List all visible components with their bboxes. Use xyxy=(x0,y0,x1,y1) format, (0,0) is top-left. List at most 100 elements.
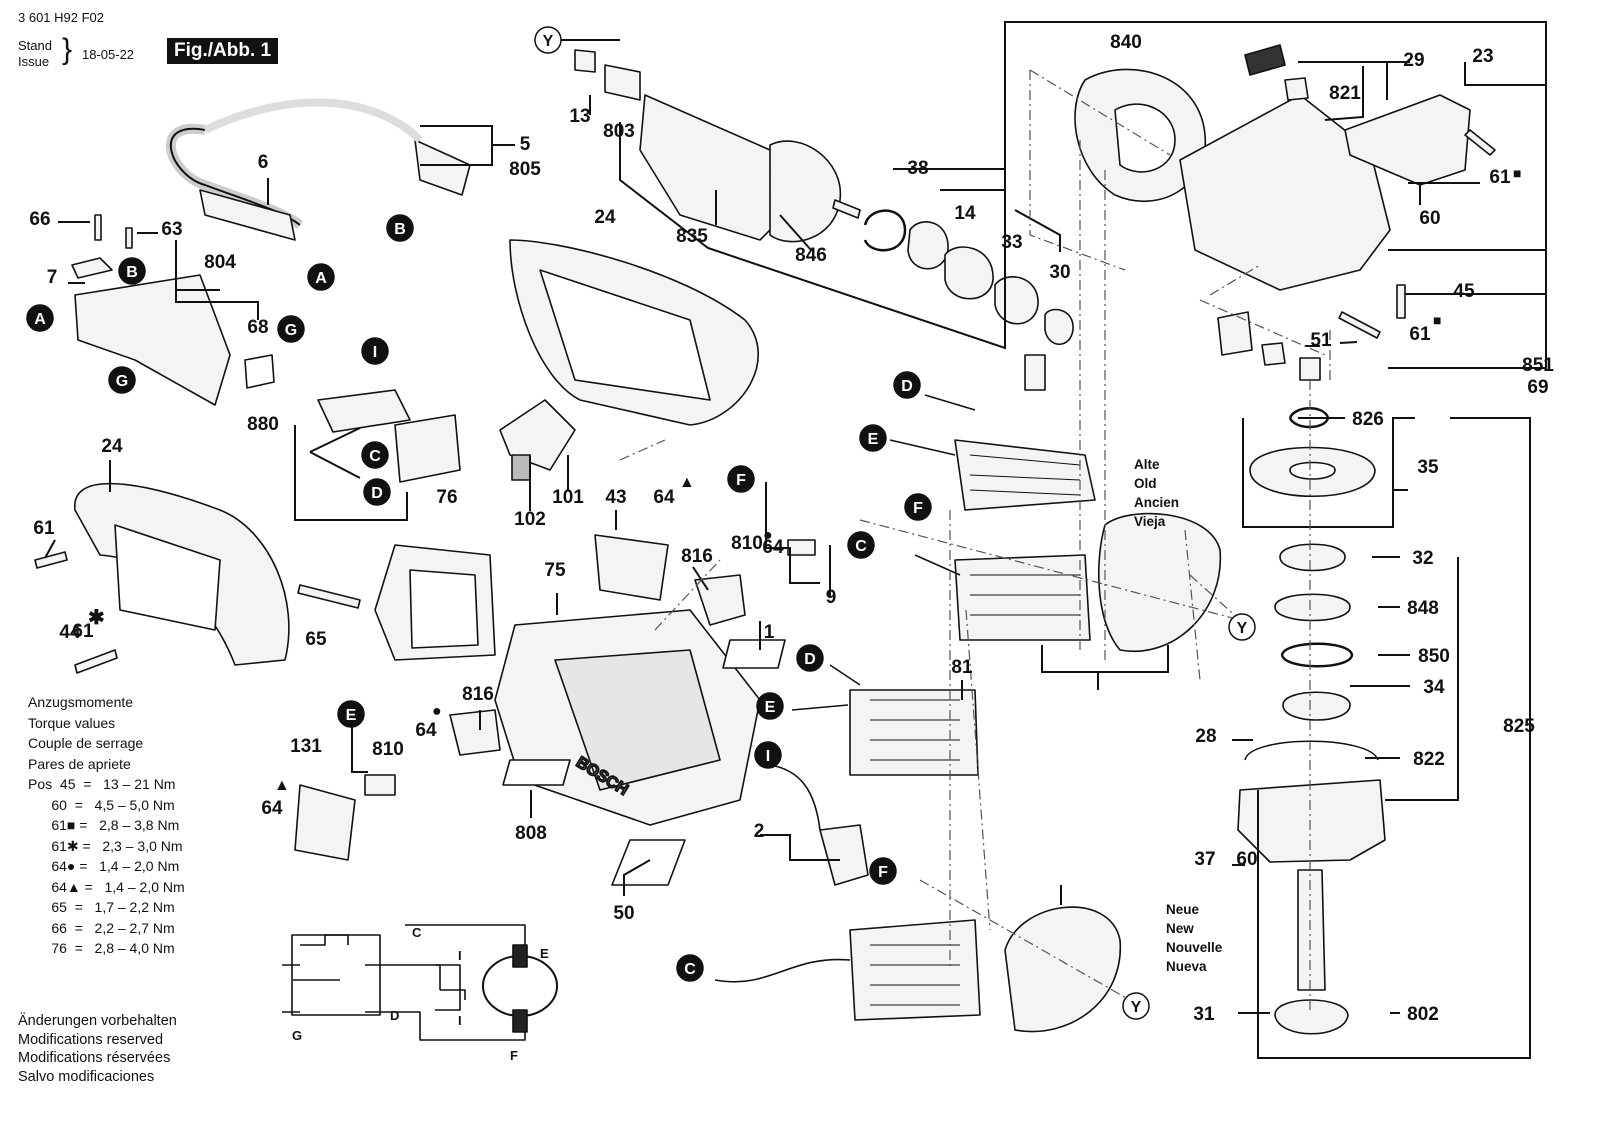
switch-cover xyxy=(71,257,113,279)
connector-tag-G xyxy=(277,315,305,343)
part-label-23: 23 xyxy=(1472,46,1493,67)
cable-i xyxy=(769,764,821,831)
carbon-810-b xyxy=(364,774,396,796)
part-label-64: 64 xyxy=(653,487,675,508)
seal-32 xyxy=(1274,593,1351,622)
wiring-line-3 xyxy=(405,924,526,1000)
torque-row: 76 = 2,8 – 4,0 Nm xyxy=(28,940,175,956)
field-coil-top xyxy=(512,944,528,968)
axis-line-10 xyxy=(1199,299,1326,356)
leader-line-6 xyxy=(294,425,408,521)
connector-tag-label-F: F xyxy=(913,500,923,517)
cable-d2 xyxy=(829,664,861,686)
leader-line-52 xyxy=(623,859,651,896)
connector-tag-I xyxy=(361,337,389,365)
part-label-dup-64: 64 xyxy=(261,798,283,819)
circlip-848 xyxy=(1280,642,1354,668)
label-68 xyxy=(244,354,275,389)
connector-tag-label-A: A xyxy=(34,311,46,328)
part-label-38: 38 xyxy=(907,158,928,179)
connector-tag-label-D: D xyxy=(371,485,383,502)
part-label-2: 2 xyxy=(754,821,765,842)
ring-14 xyxy=(944,246,994,300)
baffle-old xyxy=(1097,512,1222,653)
part-label-29: 29 xyxy=(1403,50,1424,71)
wiring-label-f: F xyxy=(510,1048,518,1063)
ring-38 xyxy=(907,221,949,270)
axis-line-3 xyxy=(1029,70,1126,271)
stand-label: Stand xyxy=(18,38,52,53)
label-808 xyxy=(611,839,686,886)
screw-61-star xyxy=(74,649,118,674)
connector-tag-D xyxy=(796,644,824,672)
part-label-61: 61 xyxy=(33,518,55,539)
cable-c-upper xyxy=(914,554,961,576)
part-label-32: 32 xyxy=(1412,548,1433,569)
torque-row: 65 = 1,7 – 2,2 Nm xyxy=(28,899,175,915)
connector-tag-C xyxy=(676,954,704,982)
part-label-65: 65 xyxy=(305,629,327,650)
wiring-line-0 xyxy=(291,934,381,1016)
part-label-dup-61: 61 xyxy=(1489,167,1511,188)
spring-102 xyxy=(511,454,531,481)
axis-line-0 xyxy=(1029,69,1171,156)
wiring-line-5 xyxy=(300,934,349,946)
winding-detail-4 xyxy=(970,574,1080,616)
part-label-63: 63 xyxy=(161,219,182,240)
gear-hub xyxy=(1289,461,1336,480)
torque-row: 60 = 4,5 – 5,0 Nm xyxy=(28,796,175,813)
part-label-6: 6 xyxy=(258,152,269,173)
bearing-37 xyxy=(1274,999,1349,1035)
cable-e xyxy=(889,439,956,456)
part-label-51: 51 xyxy=(1310,330,1332,351)
connector-tag-Y xyxy=(534,26,562,54)
connector-tag-label-F: F xyxy=(736,472,746,489)
torque-row: 64▲ = 1,4 – 2,0 Nm xyxy=(28,878,185,895)
connector-tag-label-C: C xyxy=(684,961,696,978)
connector-tag-label-A: A xyxy=(315,270,327,287)
label-9 xyxy=(722,639,786,669)
part-label-76: 76 xyxy=(436,487,457,508)
leader-line-22 xyxy=(1464,62,1546,86)
part-label-60: 60 xyxy=(1419,208,1440,229)
connector-tag-label-D: D xyxy=(901,378,913,395)
stator-old-lower xyxy=(954,554,1091,641)
button-840 xyxy=(1244,44,1286,76)
issue-label: Issue xyxy=(18,54,50,69)
stator-new-upper xyxy=(849,689,979,776)
leader-line-0 xyxy=(420,125,515,166)
connector-tag-label-E: E xyxy=(765,699,776,716)
torque-mark: ■ xyxy=(1513,165,1521,181)
part-label-45: 45 xyxy=(1453,281,1475,302)
part-label-825: 825 xyxy=(1503,716,1535,737)
cable-d xyxy=(924,394,976,411)
part-label-37: 37 xyxy=(1194,849,1215,870)
part-label-851: 851 xyxy=(1522,355,1554,376)
fan-inner xyxy=(409,569,479,649)
connector-tag-A xyxy=(307,263,335,291)
connector-tag-Y xyxy=(1122,992,1150,1020)
connector-tag-F xyxy=(869,857,897,885)
cable-e2 xyxy=(791,704,849,711)
screw-65 xyxy=(34,551,68,569)
part-label-dup-24: 24 xyxy=(594,207,616,228)
wiring-label-e: E xyxy=(540,946,549,961)
connector-tag-label-Y: Y xyxy=(543,33,554,50)
connector-tag-label-G: G xyxy=(116,373,128,390)
connector-tag-label-Y: Y xyxy=(1237,620,1248,637)
doc-number: 3 601 H92 F02 xyxy=(18,10,105,25)
torque-row: 61■ = 2,8 – 3,8 Nm xyxy=(28,817,180,833)
connector-tag-label-E: E xyxy=(868,431,879,448)
axis-line-15 xyxy=(919,879,1136,1004)
leader-line-40 xyxy=(1385,732,1459,801)
connector-tag-label-C: C xyxy=(855,538,867,555)
connector-tag-label-B: B xyxy=(394,221,406,238)
connector-tag-B xyxy=(118,257,146,285)
part-label-81: 81 xyxy=(951,657,973,678)
leader-line-9 xyxy=(44,539,56,559)
leader-line-49 xyxy=(351,727,368,773)
baffle-new xyxy=(1004,906,1121,1033)
part-label-dup-60: 60 xyxy=(1236,849,1257,870)
wiring-label-i_bottom: I xyxy=(458,1013,462,1028)
